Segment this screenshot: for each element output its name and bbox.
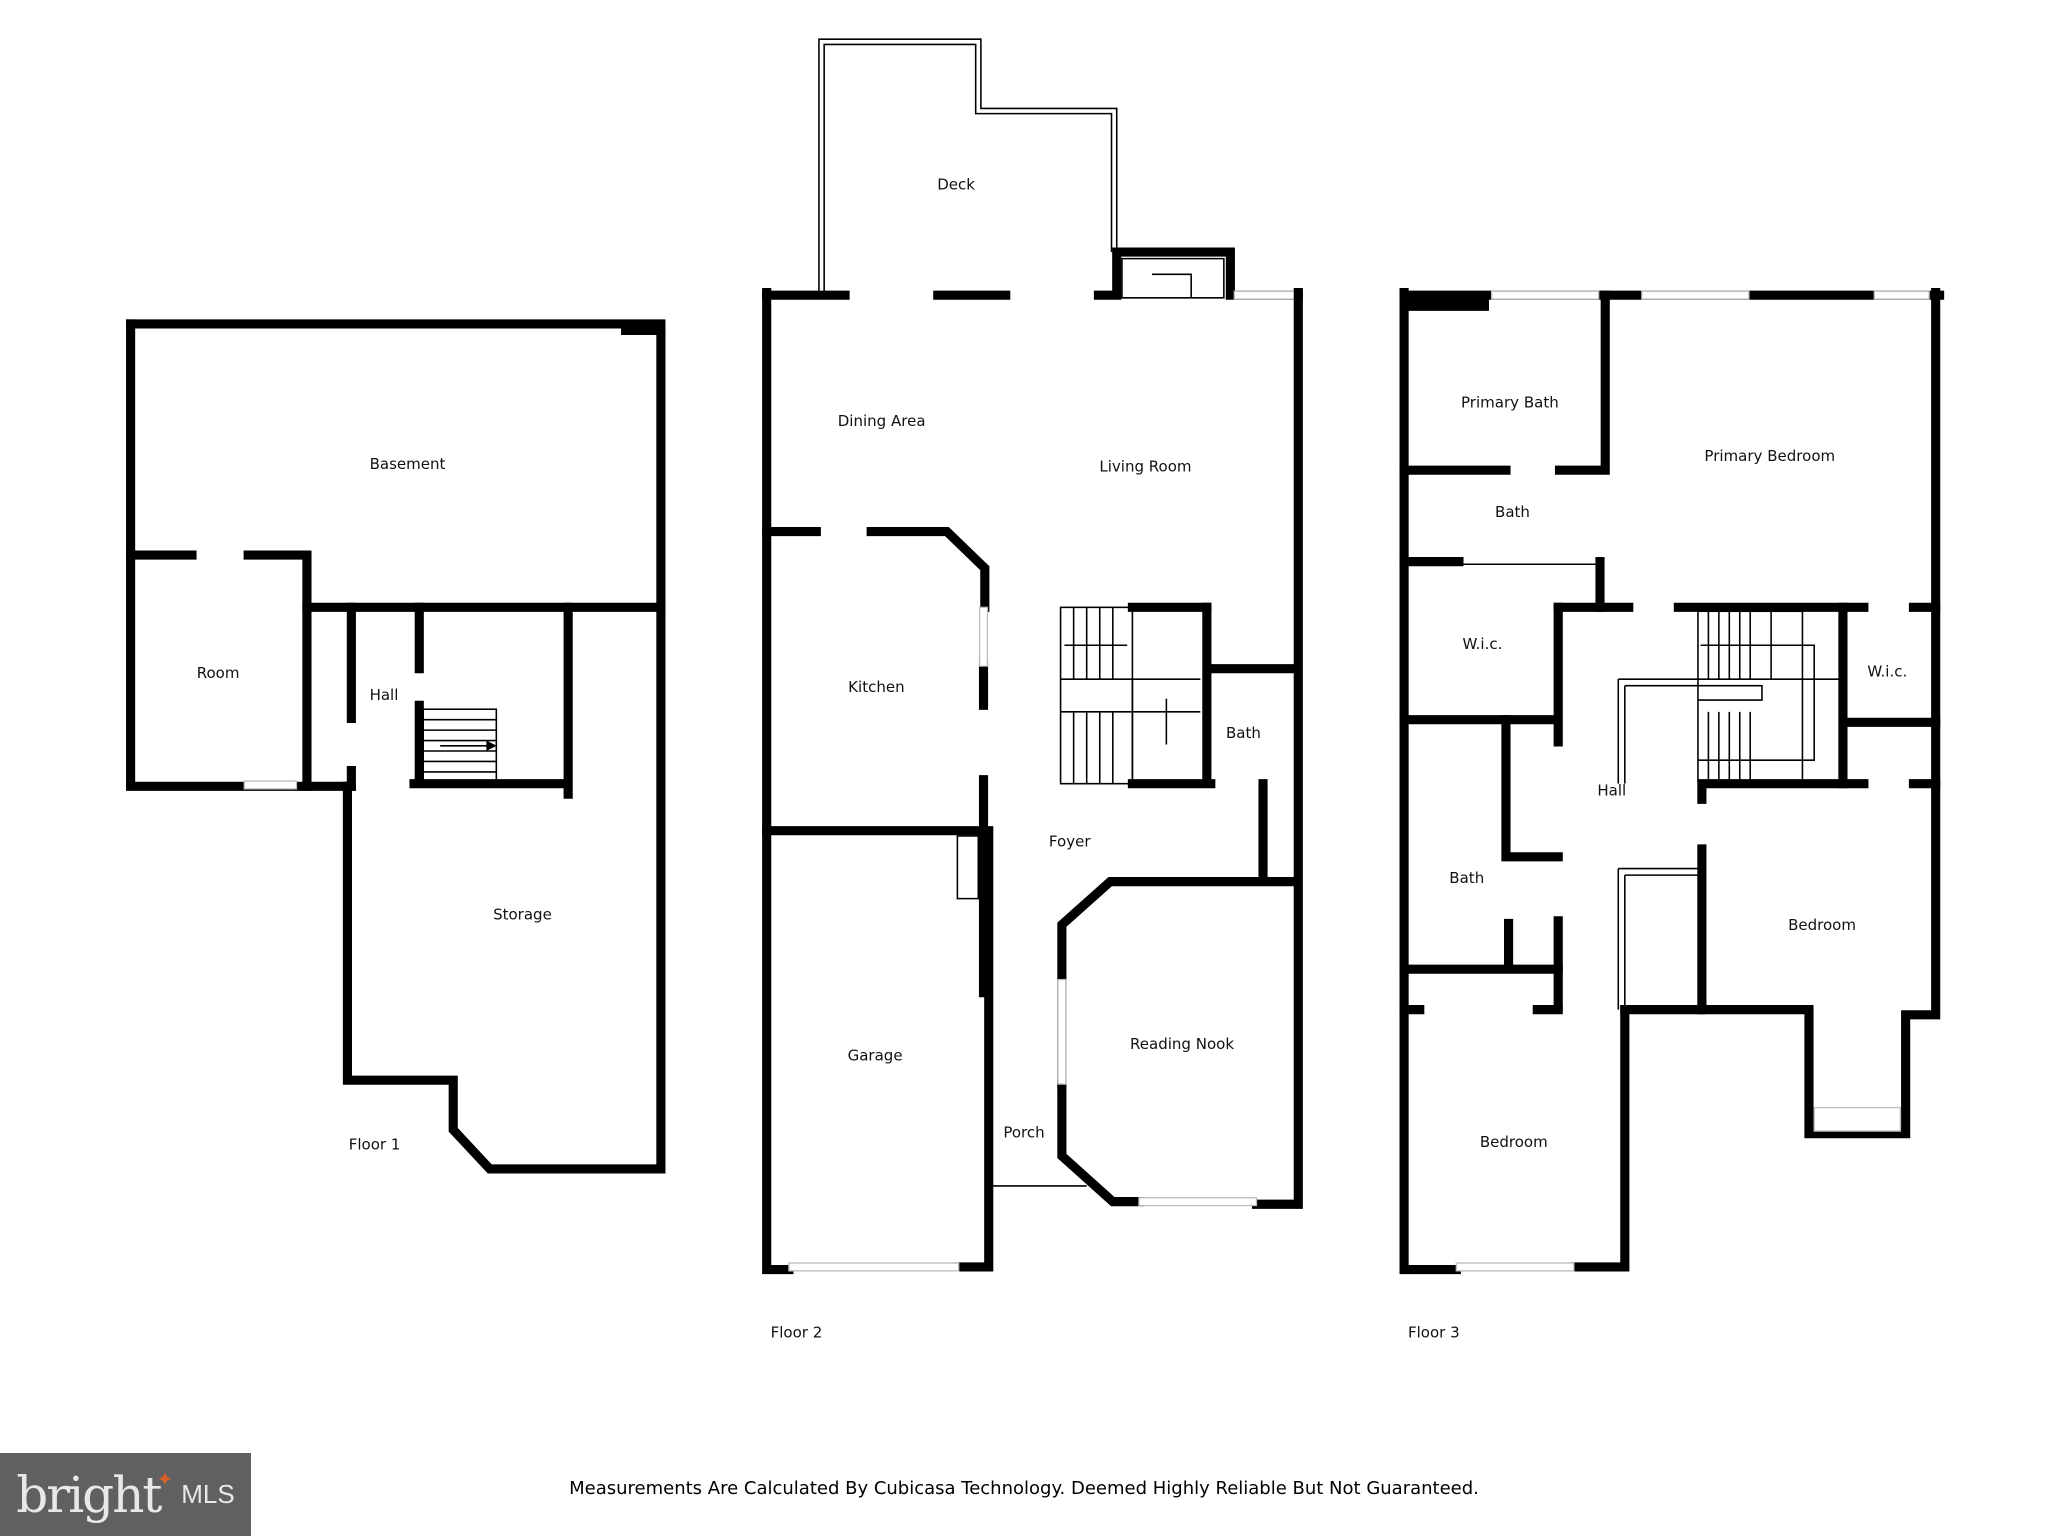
- floor-2-label: Floor 2: [771, 1323, 823, 1341]
- room-label-primary-bath: Primary Bath: [1461, 394, 1559, 412]
- room-label-porch: Porch: [1003, 1124, 1044, 1142]
- disclaimer-text: Measurements Are Calculated By Cubicasa …: [569, 1478, 1479, 1499]
- floor-1-label: Floor 1: [349, 1135, 401, 1153]
- room-label-living-room: Living Room: [1099, 458, 1191, 476]
- room-label-basement: Basement: [370, 455, 446, 473]
- room-label-bath: Bath: [1495, 503, 1530, 521]
- floor-3-plan: [1399, 288, 1945, 1275]
- room-label-room: Room: [197, 664, 240, 682]
- bright-mls-logo: bright✦MLS: [0, 1453, 251, 1536]
- star-icon: ✦: [156, 1466, 174, 1491]
- room-label-deck: Deck: [937, 175, 975, 193]
- room-label-bath: Bath: [1226, 724, 1261, 742]
- room-label-bath: Bath: [1449, 869, 1484, 887]
- room-label-foyer: Foyer: [1049, 832, 1091, 850]
- room-label-kitchen: Kitchen: [848, 678, 904, 696]
- room-label-primary-bedroom: Primary Bedroom: [1704, 447, 1835, 465]
- room-label-reading-nook: Reading Nook: [1130, 1035, 1234, 1053]
- room-label-bedroom: Bedroom: [1480, 1133, 1548, 1151]
- floor-3-label: Floor 3: [1408, 1323, 1460, 1341]
- room-label-storage: Storage: [493, 906, 552, 924]
- room-label-bedroom: Bedroom: [1788, 916, 1856, 934]
- room-label-dining-area: Dining Area: [838, 412, 926, 430]
- room-label-wic: W.i.c.: [1867, 663, 1907, 681]
- room-label-hall: Hall: [1597, 781, 1626, 799]
- room-label-hall: Hall: [370, 686, 399, 704]
- floor-1-plan: [126, 319, 666, 1174]
- room-label-garage: Garage: [848, 1047, 903, 1065]
- room-label-wic: W.i.c.: [1463, 635, 1503, 653]
- floor-2-plan: [762, 38, 1303, 1275]
